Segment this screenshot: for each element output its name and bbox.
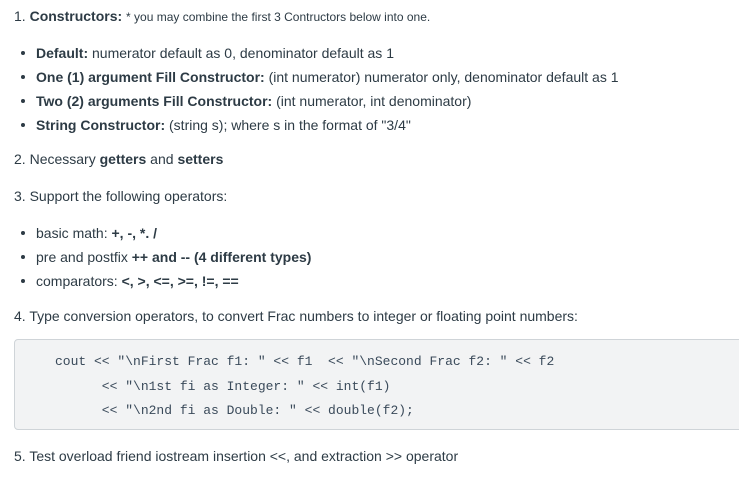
list-item: comparators: <, >, <=, >=, !=, ==	[0, 269, 311, 293]
operators-bullet-list: basic math: +, -, *. / pre and postfix +…	[0, 221, 311, 293]
bullet-dot-icon	[21, 221, 25, 245]
constructors-bullet-list: Default: numerator default as 0, denomin…	[0, 41, 619, 137]
code-block-content: cout << "\nFirst Frac f1: " << f1 << "\n…	[15, 340, 739, 424]
list-item: Two (2) arguments Fill Constructor: (int…	[0, 89, 619, 113]
item-getters-setters: 2. Necessary getters and setters	[0, 150, 223, 168]
item-constructors-number: 1.	[14, 8, 30, 24]
bullet-term: String Constructor	[36, 117, 161, 133]
bullet-separator: :	[83, 45, 93, 61]
bullet-operators: <, >, <=, >=, !=, ==	[121, 273, 239, 289]
bullet-separator: :	[267, 93, 277, 109]
item-getters-label: getters	[99, 151, 147, 167]
list-item: String Constructor: (string s); where s …	[0, 113, 619, 137]
list-item: Default: numerator default as 0, denomin…	[0, 41, 619, 65]
bullet-prefix: basic math:	[36, 225, 112, 241]
item-constructors-note: * you may combine the first 3 Contructor…	[126, 10, 431, 24]
bullet-description: (int numerator) numerator only, denomina…	[268, 69, 619, 85]
item-type-conversion-heading: 4. Type conversion operators, to convert…	[0, 307, 578, 325]
bullet-dot-icon	[21, 89, 25, 113]
item-operators-text: Support the following operators:	[29, 188, 228, 204]
item-constructors-colon: :	[117, 8, 127, 24]
code-block: cout << "\nFirst Frac f1: " << f1 << "\n…	[14, 339, 739, 430]
bullet-separator: :	[260, 69, 269, 85]
item-type-conversion-text: Type conversion operators, to convert Fr…	[29, 308, 578, 324]
item-type-conversion-number: 4.	[14, 308, 30, 324]
item-setters-label: setters	[177, 151, 224, 167]
bullet-operators: ++ and -- (4 different types)	[131, 249, 312, 265]
bullet-dot-icon	[21, 113, 25, 137]
bullet-term: One (1) argument Fill Constructor	[36, 69, 261, 85]
item-constructors-heading: 1. Constructors: * you may combine the f…	[0, 7, 430, 26]
bullet-dot-icon	[21, 245, 25, 269]
bullet-description: (string s); where s in the format of "3/…	[169, 117, 411, 133]
item-operators-number: 3.	[14, 188, 30, 204]
item-iostream-text: Test overload friend iostream insertion …	[29, 448, 459, 464]
bullet-dot-icon	[21, 269, 25, 293]
bullet-term: Two (2) arguments Fill Constructor	[36, 93, 268, 109]
bullet-description: (int numerator, int denominator)	[276, 93, 472, 109]
bullet-dot-icon	[21, 41, 25, 65]
item-constructors-label: Constructors	[29, 8, 118, 24]
list-item: basic math: +, -, *. /	[0, 221, 311, 245]
bullet-operators: +, -, *. /	[111, 225, 157, 241]
bullet-dot-icon	[21, 65, 25, 89]
bullet-prefix: pre and postfix	[36, 249, 132, 265]
code-line: << "\n1st fi as Integer: " << int(f1)	[55, 378, 391, 394]
item-getters-setters-number: 2.	[14, 151, 30, 167]
item-getters-setters-pre: Necessary	[29, 151, 100, 167]
list-item: One (1) argument Fill Constructor: (int …	[0, 65, 619, 89]
bullet-description: numerator default as 0, denominator defa…	[92, 45, 394, 61]
item-iostream-number: 5.	[14, 448, 30, 464]
bullet-term: Default	[36, 45, 84, 61]
bullet-prefix: comparators:	[36, 273, 122, 289]
item-iostream-heading: 5. Test overload friend iostream inserti…	[0, 447, 458, 465]
code-line: cout << "\nFirst Frac f1: " << f1 << "\n…	[55, 354, 555, 369]
bullet-separator: :	[160, 117, 170, 133]
list-item: pre and postfix ++ and -- (4 different t…	[0, 245, 311, 269]
item-operators-heading: 3. Support the following operators:	[0, 187, 227, 205]
item-getters-setters-mid: and	[146, 151, 178, 167]
code-line: << "\n2nd fi as Double: " << double(f2);	[55, 403, 414, 418]
